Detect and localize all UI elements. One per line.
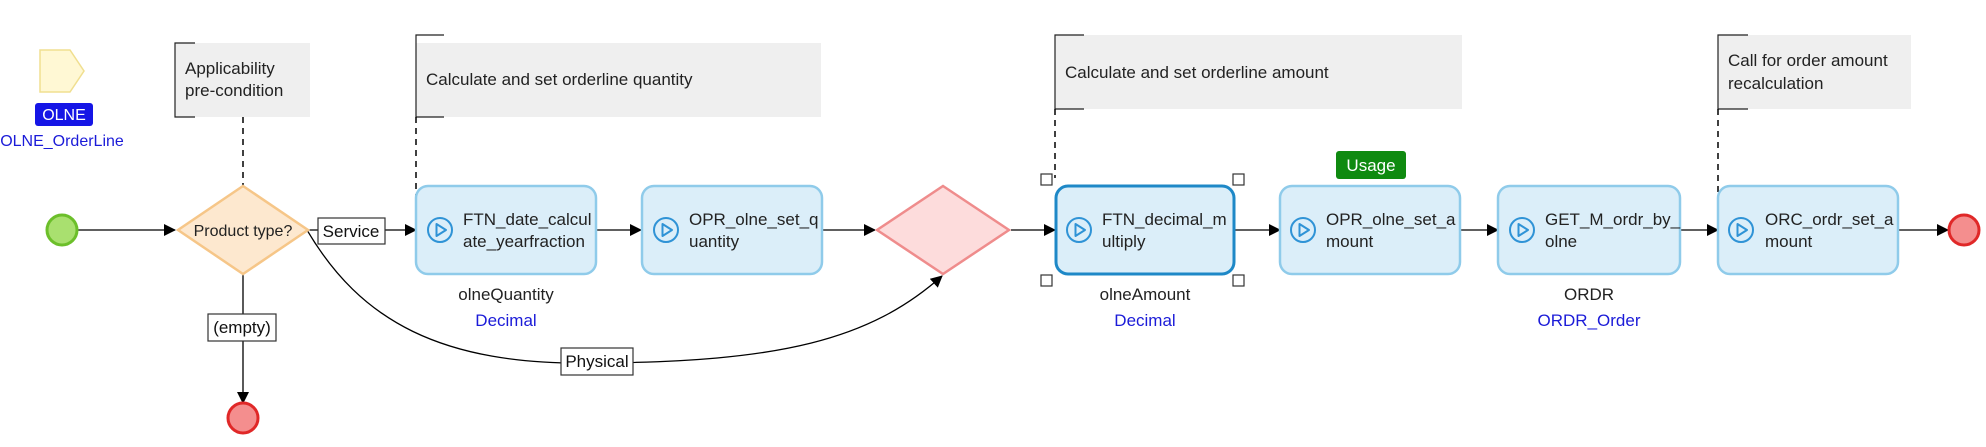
parameter-name: OLNE_OrderLine <box>0 133 124 150</box>
split-diamond <box>175 184 311 276</box>
activity-box <box>414 184 598 276</box>
output-variable-type: Decimal <box>475 311 536 330</box>
annotation-amount-line-1: Calculate and set orderline amount <box>1065 63 1329 82</box>
activity-ftn-date-line-1: FTN_date_calcul <box>463 210 592 229</box>
activity-ftn-decimal-line-1: FTN_decimal_m <box>1102 210 1227 229</box>
activity-get-ordr-line-2: olne <box>1545 232 1577 251</box>
flow-label-empty: (empty) <box>207 313 277 342</box>
flow-label-empty-text: (empty) <box>213 318 271 337</box>
activity-get-m-ordr-by-olne[interactable]: GET_M_ordr_by_ olne <box>1496 184 1682 276</box>
activity-opr-qty-line-1: OPR_olne_set_q <box>689 210 818 229</box>
annotation-box <box>1055 35 1462 109</box>
flow-label-service-text: Service <box>323 222 380 241</box>
annotation-applicability[interactable]: Applicability pre-condition <box>174 42 310 118</box>
annotation-bracket <box>415 34 444 118</box>
activity-ftn-date-line-2: ate_yearfraction <box>463 232 585 251</box>
start-event[interactable] <box>45 213 79 247</box>
annotation-bracket <box>174 42 195 118</box>
activity-ftn-decimal-line-2: ultiply <box>1102 232 1146 251</box>
activity-opr-amount-line-1: OPR_olne_set_a <box>1326 210 1456 229</box>
selection-handles[interactable] <box>1040 173 1245 287</box>
flow-label-physical: Physical <box>560 347 634 376</box>
output-variable-type: Decimal <box>1114 311 1175 330</box>
activity-box <box>640 184 824 276</box>
end-event-empty[interactable] <box>226 401 260 435</box>
exclusive-merge[interactable] <box>874 184 1012 276</box>
usage-badge-text: Usage <box>1346 156 1395 175</box>
activity-orc-ordr-set-amount[interactable]: ORC_ordr_set_a mount <box>1716 184 1900 276</box>
activity-ftn-decimal-multiply[interactable]: FTN_decimal_m ultiply <box>1054 184 1236 276</box>
flow-physical[interactable] <box>306 229 943 364</box>
annotation-applicability-line-1: Applicability <box>185 59 275 78</box>
resize-handle-bottom-left[interactable] <box>1040 274 1053 287</box>
activity-orc-amount-line-2: mount <box>1765 232 1813 251</box>
annotation-quantity-line-1: Calculate and set orderline quantity <box>426 70 693 89</box>
end-event[interactable] <box>1947 213 1981 247</box>
usage-badge: Usage <box>1336 151 1406 179</box>
activity-box-selected <box>1054 184 1236 276</box>
annotation-recalc[interactable]: Call for order amount recalculation <box>1717 34 1911 110</box>
annotation-bracket <box>1717 34 1748 110</box>
exclusive-split[interactable]: Product type? <box>175 184 311 276</box>
resize-handle-bottom-right[interactable] <box>1232 274 1245 287</box>
activity-get-ordr-line-1: GET_M_ordr_by_ <box>1545 210 1681 229</box>
output-variable-type: ORDR_Order <box>1538 311 1641 330</box>
activity-opr-olne-set-quantity[interactable]: OPR_olne_set_q uantity <box>640 184 824 276</box>
activity-box <box>1496 184 1682 276</box>
split-label: Product type? <box>194 223 293 240</box>
parameter-icon <box>39 49 85 93</box>
activity-box <box>1716 184 1900 276</box>
output-variable-name: olneAmount <box>1100 285 1191 304</box>
annotation-recalc-line-2: recalculation <box>1728 74 1823 93</box>
annotation-quantity[interactable]: Calculate and set orderline quantity <box>415 34 821 118</box>
flow-label-service: Service <box>317 217 386 245</box>
annotation-box <box>1718 35 1911 109</box>
activity-box <box>1278 184 1462 276</box>
annotation-recalc-line-1: Call for order amount <box>1728 51 1888 70</box>
output-variable-name: ORDR <box>1564 285 1614 304</box>
flow-label-physical-text: Physical <box>565 352 628 371</box>
annotation-box <box>416 43 821 117</box>
activity-opr-amount-line-2: mount <box>1326 232 1374 251</box>
annotation-amount[interactable]: Calculate and set orderline amount <box>1054 34 1462 110</box>
parameter-badge: OLNE <box>42 107 86 124</box>
annotation-box <box>175 43 310 117</box>
activity-opr-olne-set-amount[interactable]: OPR_olne_set_a mount <box>1278 184 1462 276</box>
parameter-olne[interactable]: OLNE OLNE_OrderLine <box>0 49 124 150</box>
activity-opr-qty-line-2: uantity <box>689 232 740 251</box>
activity-orc-amount-line-1: ORC_ordr_set_a <box>1765 210 1894 229</box>
activity-ftn-date-calculate[interactable]: FTN_date_calcul ate_yearfraction <box>414 184 598 276</box>
output-variable-name: olneQuantity <box>458 285 554 304</box>
parameter-badge-bg <box>35 103 93 126</box>
annotation-bracket <box>1054 34 1084 110</box>
annotation-applicability-line-2: pre-condition <box>185 81 283 100</box>
resize-handle-top-left[interactable] <box>1040 173 1053 186</box>
resize-handle-top-right[interactable] <box>1232 173 1245 186</box>
